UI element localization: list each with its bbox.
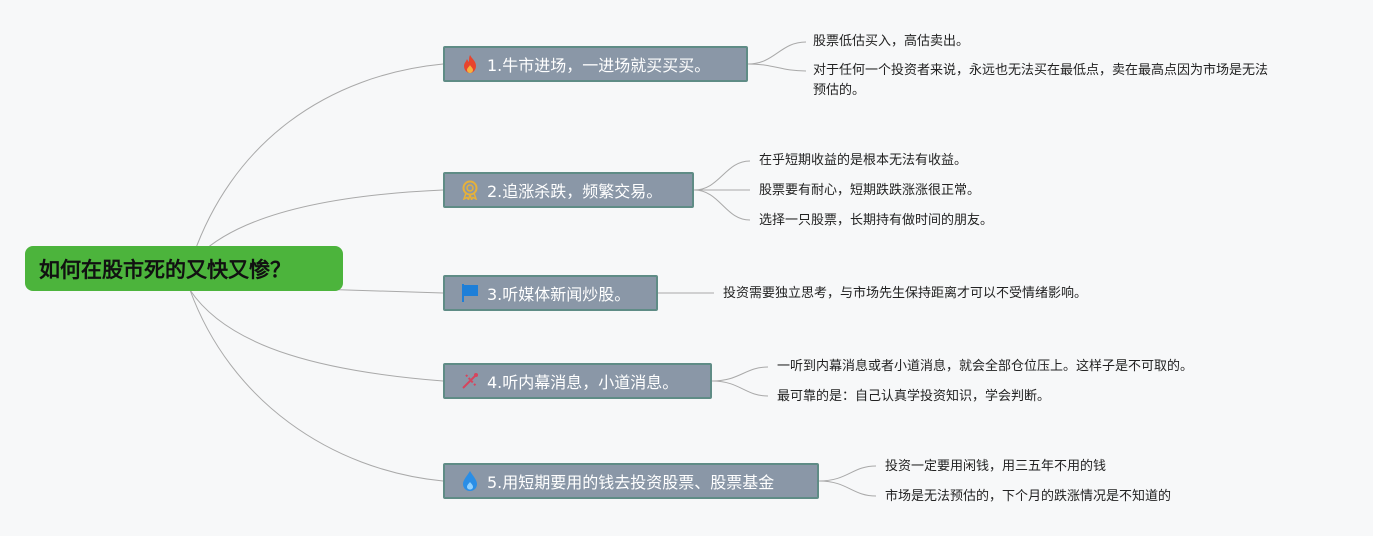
branch-5[interactable]: 5.用短期要用的钱去投资股票、股票基金 [443,463,819,499]
fire-icon [459,53,481,75]
branch-4[interactable]: 4.听内幕消息，小道消息。 [443,363,712,399]
leaf-2-3: 选择一只股票，长期持有做时间的朋友。 [759,213,994,228]
branch-3-label: 3.听媒体新闻炒股。 [487,285,631,304]
leaf-2-2: 股票要有耐心，短期跌跌涨涨很正常。 [759,183,981,198]
branch-1-label: 1.牛市进场，一进场就买买买。 [487,56,711,75]
root-title: 如何在股市死的又快又惨？ [39,257,291,282]
award-badge-icon [459,179,481,201]
leaf-5-1: 投资一定要用闲钱，用三五年不用的钱 [885,459,1107,474]
leaf-1-2: 对于任何一个投资者来说，永远也无法买在最低点，卖在最高点因为市场是无法 [813,63,1269,78]
leaf-2-1: 在乎短期收益的是根本无法有收益。 [759,153,968,168]
branch-4-label: 4.听内幕消息，小道消息。 [487,373,679,392]
leaf-3-1: 投资需要独立思考，与市场先生保持距离才可以不受情绪影响。 [723,286,1088,301]
tools-icon [459,370,481,392]
flag-icon [459,282,481,304]
branch-2-label: 2.追涨杀跌，频繁交易。 [487,182,663,201]
root-topic[interactable]: 如何在股市死的又快又惨？ [25,246,343,291]
leaf-4-1: 一听到内幕消息或者小道消息，就会全部仓位压上。这样子是不可取的。 [777,359,1194,374]
leaf-4-2: 最可靠的是：自己认真学投资知识，学会判断。 [777,389,1051,404]
leaf-1-3: 预估的。 [813,83,866,98]
leaf-1-1: 股票低估买入，高估卖出。 [813,34,970,49]
branch-5-label: 5.用短期要用的钱去投资股票、股票基金 [487,473,775,492]
branch-3[interactable]: 3.听媒体新闻炒股。 [443,275,658,311]
branch-1[interactable]: 1.牛市进场，一进场就买买买。 [443,46,748,82]
water-drop-icon [459,470,481,492]
branch-2[interactable]: 2.追涨杀跌，频繁交易。 [443,172,694,208]
leaf-5-2: 市场是无法预估的，下个月的跌涨情况是不知道的 [885,489,1172,504]
